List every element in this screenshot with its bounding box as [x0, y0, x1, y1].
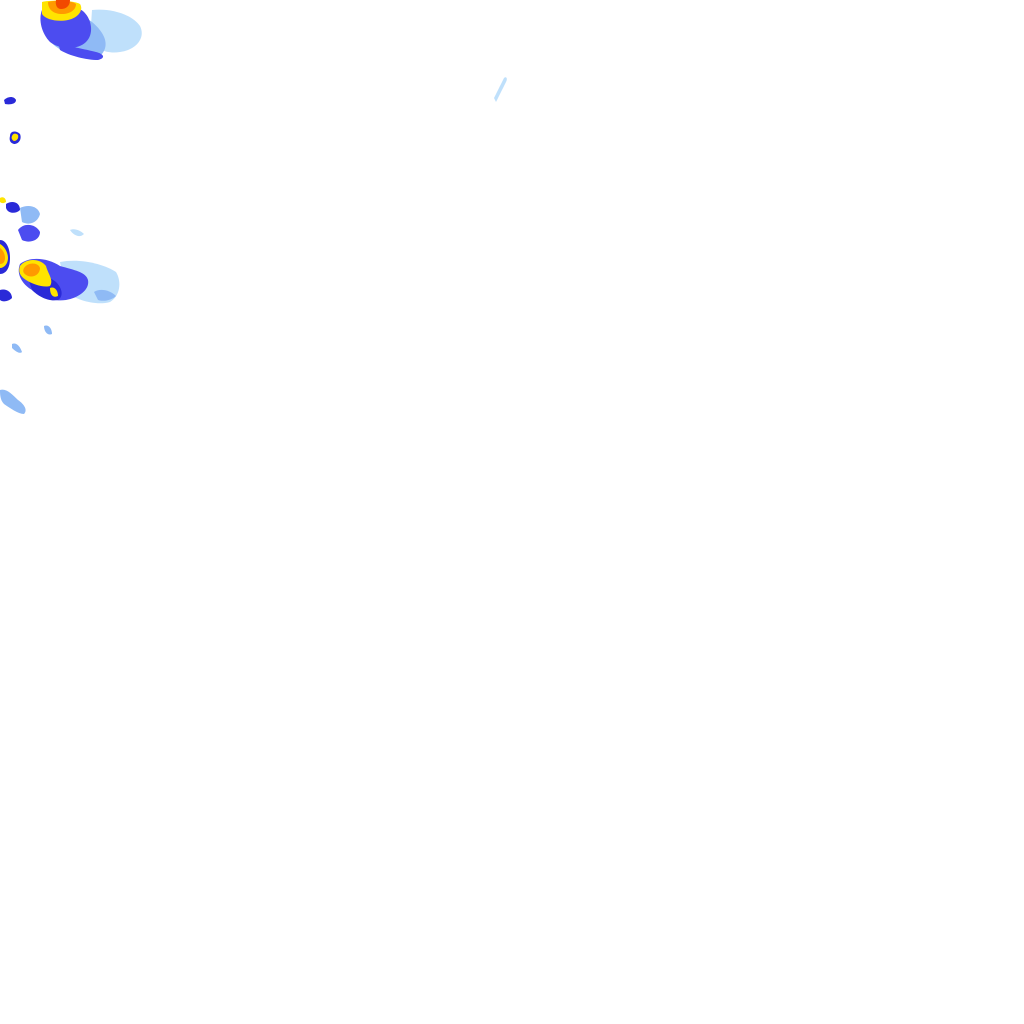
cell-southwest-trace — [0, 389, 26, 414]
cell-central-complex — [6, 202, 120, 304]
cell-west-edge-yellow — [0, 197, 12, 302]
cell-isolated-yellow — [9, 131, 21, 144]
cell-scattered-light — [12, 229, 116, 353]
cell-far-trace — [494, 77, 507, 102]
cell-north-complex — [40, 0, 142, 60]
cell-small-blue-top — [4, 97, 16, 105]
